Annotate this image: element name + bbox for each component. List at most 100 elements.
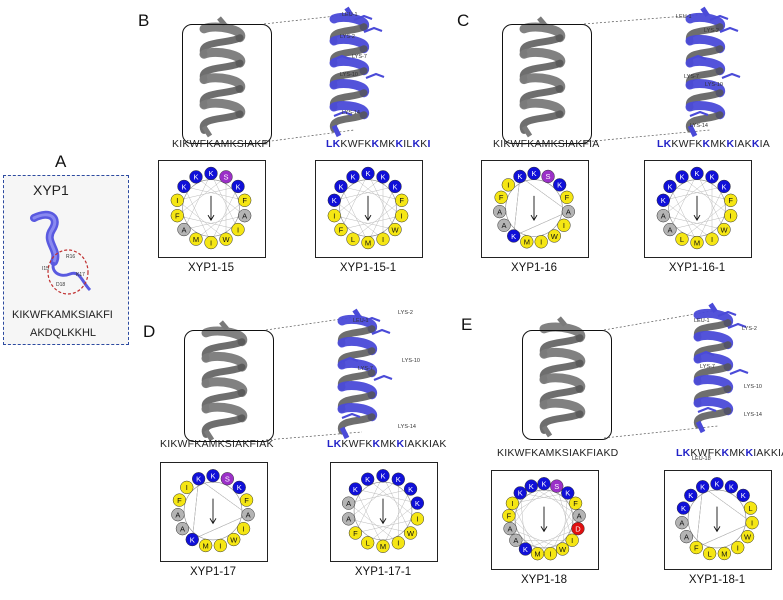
residue-letter: A [181,225,186,234]
residue-letter: L [708,549,712,558]
residue-letter: I [219,541,221,550]
wheel-title: XYP1-15 [187,262,235,274]
residue-letter: K [517,172,522,181]
wheel-title: XYP1-17 [189,566,237,578]
residue-circle [740,529,755,544]
residue-circle [571,522,585,536]
residue-circle [334,179,348,194]
residue-annotation: LYS-14 [342,110,360,116]
residue-letter: K [332,196,337,205]
residue-annotation: LYS-2 [340,34,355,40]
residue-circle [663,222,677,237]
residue-letter: K [190,535,195,544]
residue-circle [170,193,184,207]
sequence-segment: MK [729,447,746,459]
arrow-head [693,214,701,221]
residue-circle [232,480,246,495]
residue-circle [731,540,745,555]
residue-annotation: LYS-7 [358,366,373,372]
residue-letter: F [728,196,733,205]
panel-a-seq-line1: KIKWFKAMKSIAKFI [12,309,113,321]
side-chain [709,14,729,22]
residue-circle [213,538,227,553]
residue-annotation: LYS-2 [398,310,413,316]
residue-letter: K [694,169,699,178]
residue-letter: I [737,543,739,552]
residue-letter: K [714,480,719,489]
residue-circle [348,482,363,496]
arrow-head [540,526,548,533]
residue-letter: K [523,545,528,554]
residue-letter: L [680,235,684,244]
residue-circle [537,477,551,491]
sequence-segment: IL [403,138,413,150]
residue-circle [724,480,738,494]
arrow-head [207,214,215,221]
residue-circle [502,509,516,523]
side-chain [373,374,393,382]
residue-circle [204,166,218,181]
side-chain [687,54,707,62]
residue-circle [177,222,191,237]
sequence-segment: MK [380,438,397,450]
residue-letter: K [210,472,215,481]
side-chain [721,72,741,80]
residue-letter: S [225,475,230,484]
residue-letter: K [393,182,398,191]
helix-segment-box [502,24,592,144]
residue-annotation: LYS-2 [704,28,719,34]
residue-circle [689,540,703,555]
residue-letter: I [210,238,212,247]
sequence-segment: K [721,447,730,459]
sequence-segment: IAK [734,138,752,150]
residue-letter: K [565,489,570,498]
residue-letter: K [196,475,201,484]
residue-circle [550,479,564,493]
residue-circle [717,222,731,237]
residue-letter: K [350,173,355,182]
gray-helix-shape [199,16,246,138]
residue-annotation: LYS-10 [744,384,762,390]
residue-circle [690,235,704,250]
sequence-segment: K [396,438,405,450]
residue-letter: A [684,532,689,541]
residue-letter: K [661,196,666,205]
colored-helix [693,302,749,434]
residue-letter: A [577,512,582,521]
residue-circle [717,546,731,561]
residue-annotation: LEU-1 [353,318,369,324]
residue-letter: K [415,499,420,508]
residue-circle [376,170,390,184]
residue-letter: F [399,196,404,205]
residue-letter: A [242,211,247,220]
wheel-title: XYP1-17-1 [354,566,412,578]
residue-circle [231,179,245,194]
residue-letter: A [180,524,185,533]
gray-helix [539,316,586,438]
panel-a [3,175,129,345]
residue-circle [395,209,409,223]
sequence-segment: IAKKIAK [753,447,783,459]
residue-circle [527,166,541,181]
residue-circle [219,232,233,246]
residue-letter: I [711,235,713,244]
residue-circle [568,496,583,510]
residue-circle [241,508,255,522]
residue-circle [703,546,717,561]
residue-letter: A [175,510,180,519]
residue-letter: I [382,235,384,244]
residue-annotation: LYS-14 [398,424,416,430]
residue-letter: I [507,181,509,190]
residue-circle [403,526,418,540]
side-chain [689,110,709,118]
residue-circle [231,222,245,237]
residue-circle [560,190,574,204]
residue-letter: F [694,543,699,552]
residue-letter: K [338,182,343,191]
residue-circle [705,170,719,184]
residue-circle [341,496,356,510]
residue-label: K17 [76,272,85,278]
residue-circle [724,209,738,223]
